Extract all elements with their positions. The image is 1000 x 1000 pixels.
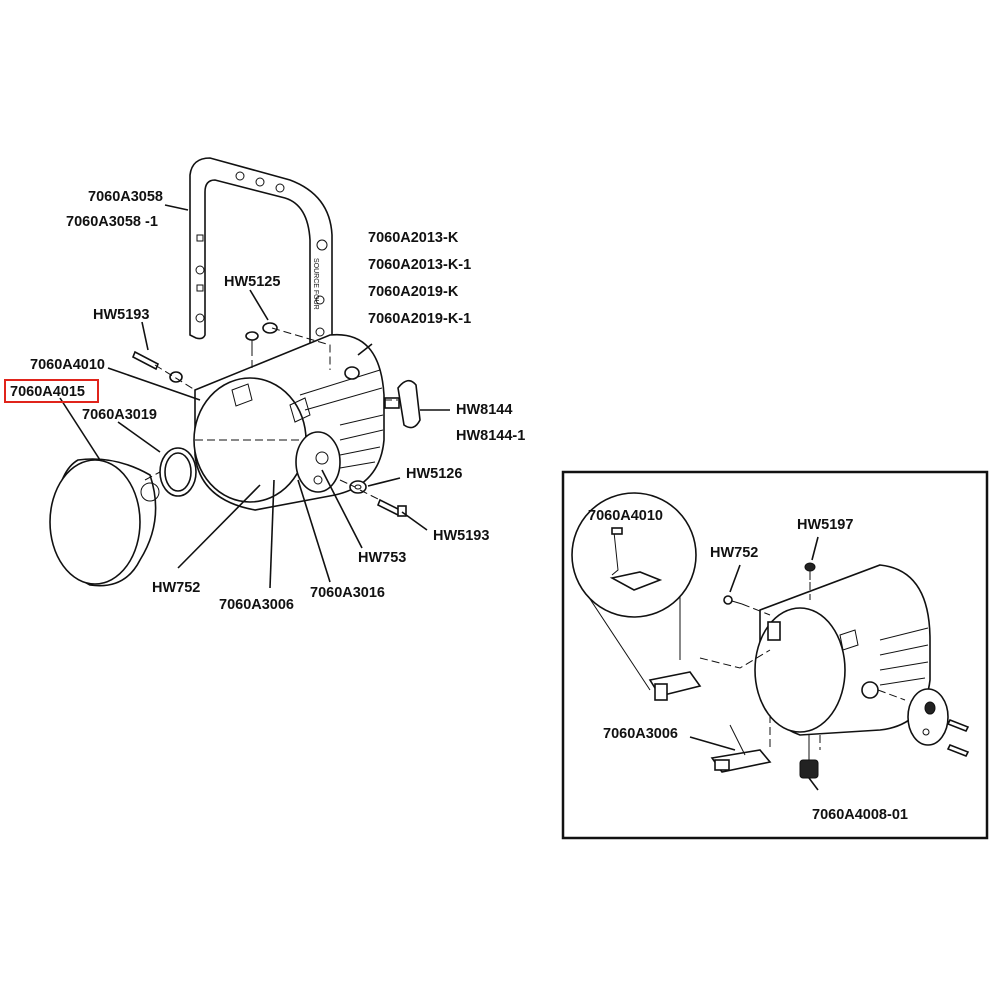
inset-bracket-lower[interactable] <box>710 724 772 773</box>
inset-detail-panel: 7060A4010 HW752 HW5197 7060A3006 7060A40… <box>561 470 989 840</box>
label-knob-8144-1: HW8144-1 <box>456 428 525 444</box>
label-yoke-b: 7060A3058 -1 <box>66 214 158 230</box>
bolt-hw5193-top[interactable] <box>131 350 183 383</box>
label-reflector-4015[interactable]: 7060A4015 <box>10 384 85 400</box>
inset-screw-hw5197[interactable] <box>804 562 816 580</box>
label-screw-752: HW752 <box>152 580 200 596</box>
inset-lamp-body[interactable] <box>754 564 931 736</box>
bolt-hw5193[interactable] <box>376 498 407 517</box>
label-body-d: 7060A2019-K-1 <box>368 311 471 327</box>
label-bracket-3006: 7060A3006 <box>219 597 294 613</box>
inset-label-screw-752: HW752 <box>710 545 758 561</box>
adjustment-knob[interactable] <box>384 379 421 429</box>
label-washer-5126: HW5126 <box>406 466 462 482</box>
washer-hw753 <box>344 366 360 380</box>
label-clip-4010: 7060A4010 <box>30 357 105 373</box>
label-hw5125: HW5125 <box>224 274 280 290</box>
inset-label-knob-4008: 7060A4008-01 <box>812 807 908 823</box>
inset-side-plate[interactable] <box>907 688 949 746</box>
retaining-ring[interactable] <box>159 447 197 497</box>
label-ring-3019: 7060A3019 <box>82 407 157 423</box>
label-yoke-a: 7060A3058 <box>88 189 163 205</box>
inset-label-screw-5197: HW5197 <box>797 517 853 533</box>
label-plate-3016: 7060A3016 <box>310 585 385 601</box>
label-washer-753: HW753 <box>358 550 406 566</box>
label-knob-8144: HW8144 <box>456 402 512 418</box>
inset-screw-hw752[interactable] <box>723 595 743 605</box>
reflector-cone[interactable] <box>49 458 160 587</box>
washer-hw5126[interactable] <box>349 480 367 494</box>
label-body-c: 7060A2019-K <box>368 284 459 300</box>
label-body-b: 7060A2013-K-1 <box>368 257 471 273</box>
label-bolt-5193: HW5193 <box>433 528 489 544</box>
label-hw5193-top: HW5193 <box>93 307 149 323</box>
label-body-a: 7060A2013-K <box>368 230 459 246</box>
highlight-box <box>4 379 99 403</box>
yoke-text: SOURCE FOUR <box>312 258 319 310</box>
magnifier-circle <box>571 492 697 618</box>
side-plate[interactable] <box>295 431 341 493</box>
inset-label-bracket-3006: 7060A3006 <box>603 726 678 742</box>
inset-label-clip-4010: 7060A4010 <box>588 508 663 524</box>
screw-hw5125[interactable] <box>245 322 278 348</box>
inset-bracket-upper[interactable] <box>648 671 702 701</box>
